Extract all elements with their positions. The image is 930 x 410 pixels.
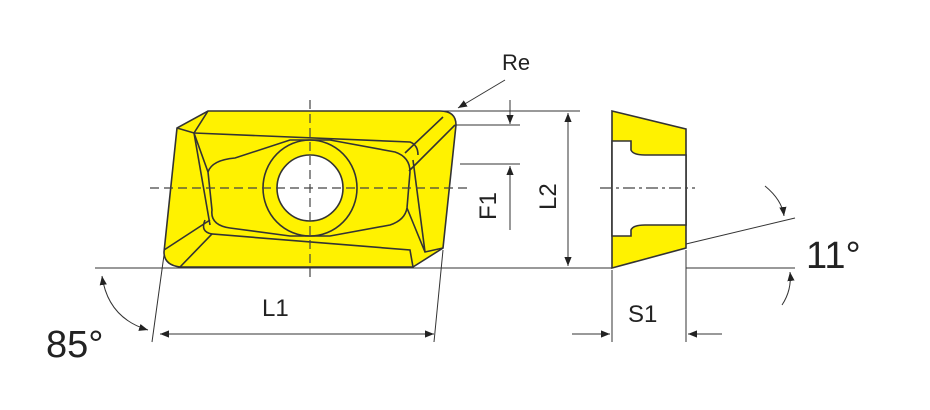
label-s1: S1 bbox=[628, 301, 657, 328]
label-angle-85: 85° bbox=[46, 324, 103, 366]
insert-top-view bbox=[150, 100, 470, 282]
label-f1: F1 bbox=[475, 192, 502, 220]
insert-side-view bbox=[600, 109, 695, 270]
label-l1: L1 bbox=[262, 295, 289, 322]
label-angle-11: 11° bbox=[806, 235, 861, 277]
label-re: Re bbox=[502, 50, 530, 75]
dimensions bbox=[95, 79, 796, 343]
label-l2: L2 bbox=[535, 183, 562, 210]
